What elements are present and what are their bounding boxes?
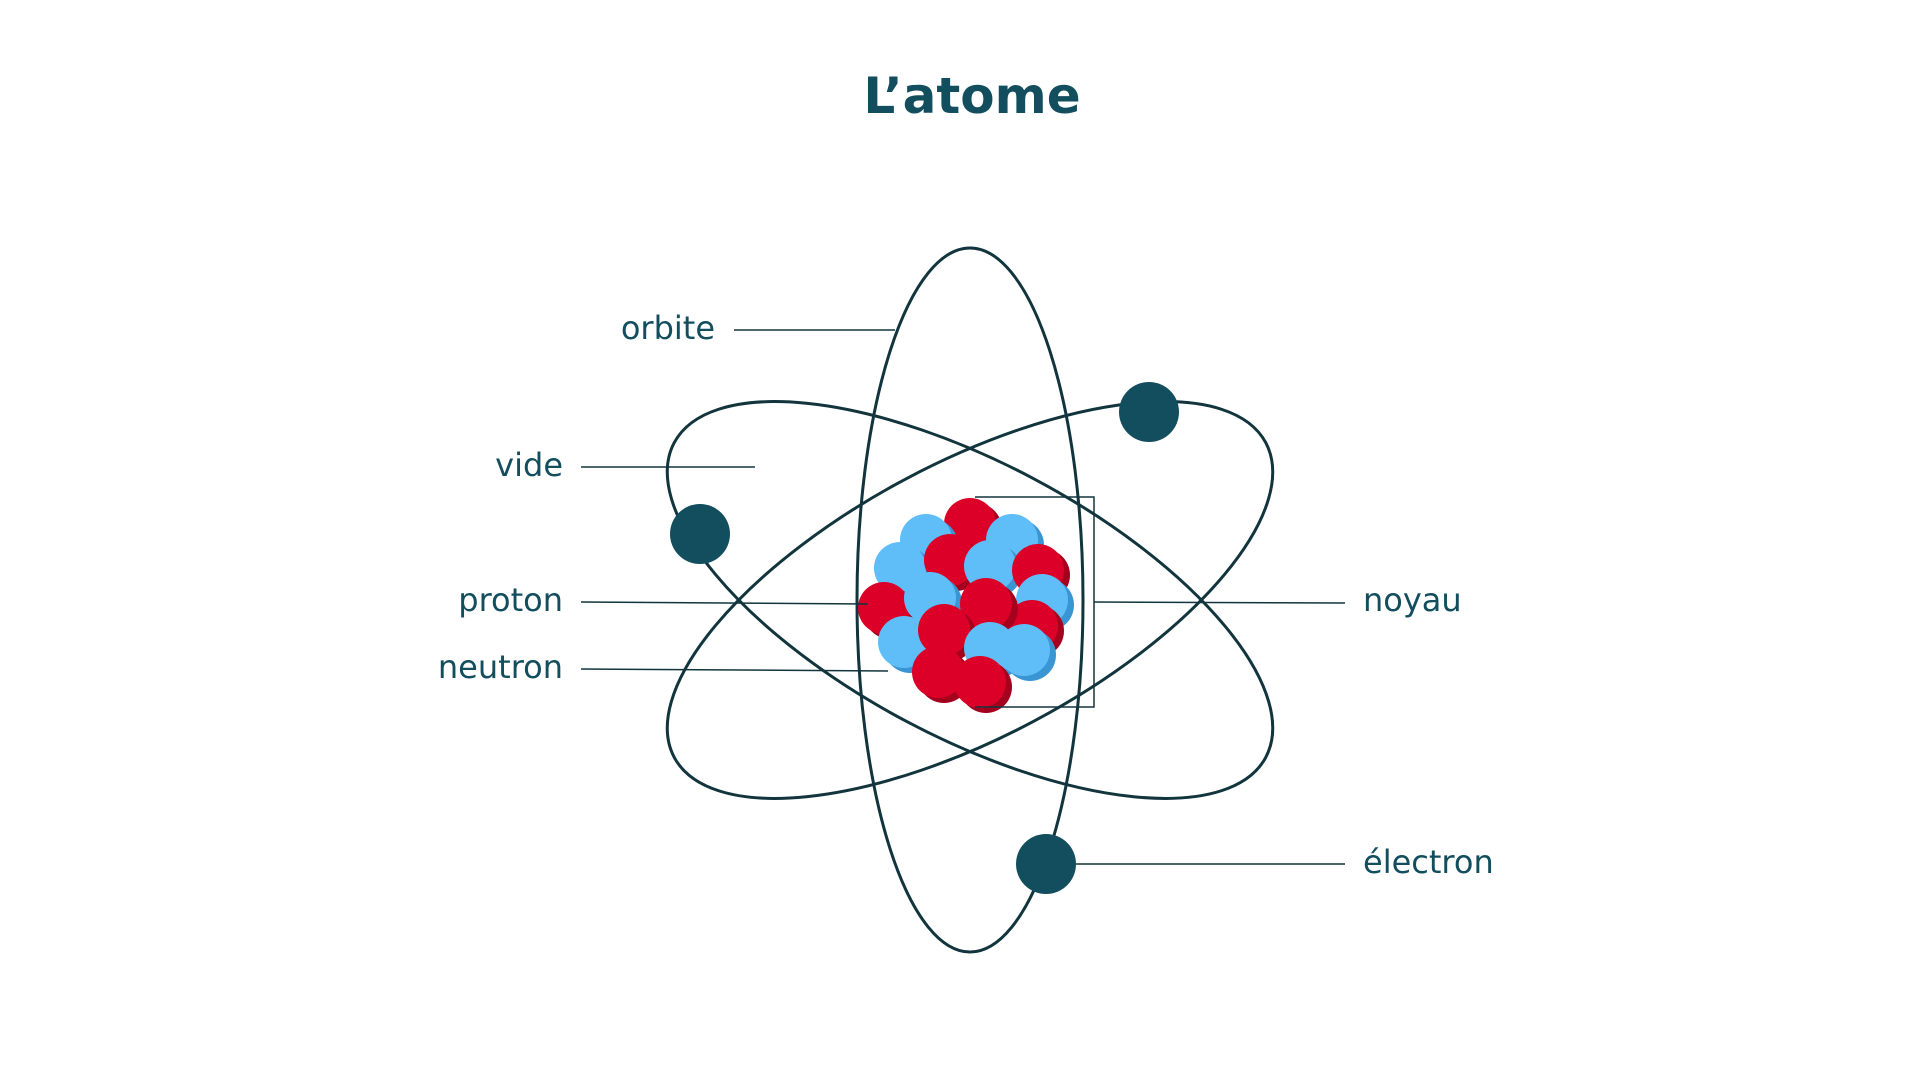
orbit-tilted-right [665,400,1275,800]
label-nucleus: noyau [1363,581,1462,619]
electron-top-right [1119,382,1179,442]
proton-body-13 [918,604,970,656]
neutron-body-5 [964,540,1016,592]
neutron-particle-15 [998,624,1056,681]
electron-left [670,504,730,564]
proton-particle-17 [954,656,1012,713]
neutron-leader-line [580,668,889,672]
nucleus-leader-line [1093,601,1346,604]
leader-lines [580,329,1346,865]
neutron-body-12 [878,616,930,668]
orbits [665,246,1275,954]
neutron-body-15 [998,624,1050,676]
label-proton: proton [458,581,563,619]
proton-body-11 [960,578,1012,630]
proton-particle-11 [960,578,1018,635]
orbit-tilted-left [665,400,1275,800]
diagram-title: L’atome [863,67,1080,125]
electron-bottom [1016,834,1076,894]
proton-body-17 [954,656,1006,708]
orbit-vertical [855,246,1085,954]
labels: orbite vide proton neutron noyau électro… [438,309,1494,881]
label-electron: électron [1363,843,1494,881]
electrons [670,382,1179,894]
label-orbit: orbite [621,309,715,347]
proton-body-16 [912,646,964,698]
label-void: vide [495,446,563,484]
nucleus [858,498,1074,713]
proton-leader-line [580,601,869,605]
label-neutron: neutron [438,648,563,686]
